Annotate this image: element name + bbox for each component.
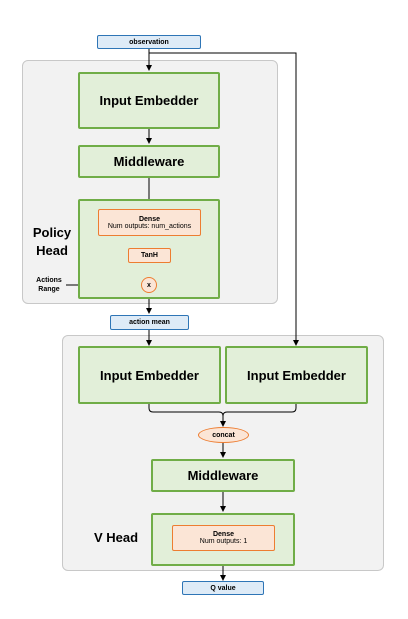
q-value-box: Q value xyxy=(182,581,264,595)
actions-range-line1: Actions xyxy=(36,277,62,284)
q-input-embedder-right: Input Embedder xyxy=(225,346,368,404)
v-head-dense-title: Dense xyxy=(212,531,234,538)
actions-range-label: Actions Range xyxy=(30,276,68,294)
multiply-node: x xyxy=(141,277,157,293)
v-head-dense-layer: Dense Num outputs: 1 xyxy=(172,525,275,551)
policy-dense-title: Dense xyxy=(138,215,160,223)
actions-range-line2: Range xyxy=(38,286,60,293)
q-input-embedder-left: Input Embedder xyxy=(78,346,221,404)
policy-head-label: Policy Head xyxy=(28,224,76,260)
observation-box: observation xyxy=(97,35,201,49)
policy-input-embedder: Input Embedder xyxy=(78,72,220,129)
policy-head-label-line2: Head xyxy=(36,243,68,258)
action-mean-box: action mean xyxy=(110,315,189,330)
policy-dense-layer: Dense Num outputs: num_actions xyxy=(98,209,201,236)
v-head-label: V Head xyxy=(93,530,139,545)
policy-head-label-line1: Policy xyxy=(32,225,72,240)
tanh-label: TanH xyxy=(141,252,158,259)
tanh-activation: TanH xyxy=(128,248,171,263)
v-head-dense-subtitle: Num outputs: 1 xyxy=(199,538,248,545)
q-middleware: Middleware xyxy=(151,459,295,492)
policy-dense-subtitle: Num outputs: num_actions xyxy=(107,222,192,230)
concat-node: concat xyxy=(198,427,249,443)
policy-middleware: Middleware xyxy=(78,145,220,178)
